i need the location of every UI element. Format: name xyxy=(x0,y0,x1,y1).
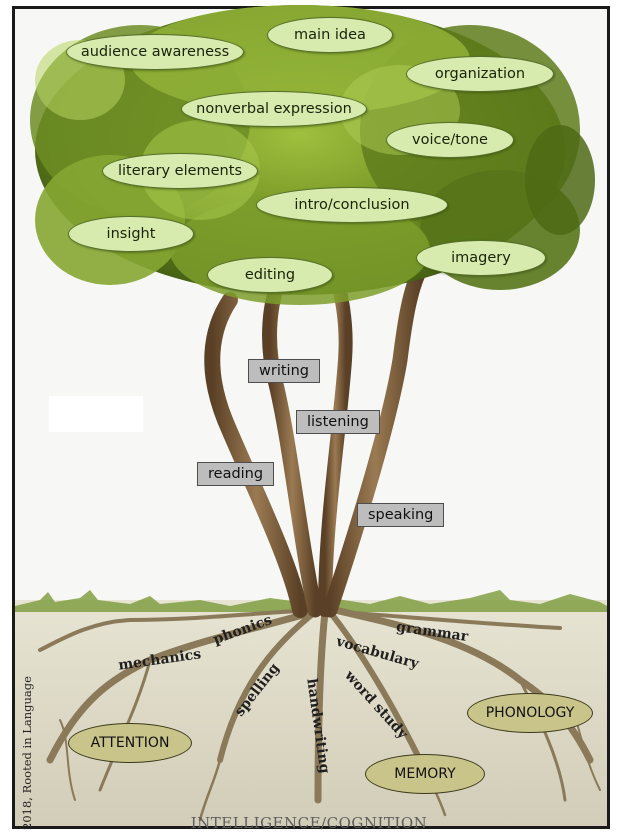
blank-patch xyxy=(49,396,143,432)
trunks xyxy=(204,262,428,618)
label-editing: editing xyxy=(207,257,333,293)
label-listening: listening xyxy=(296,410,380,434)
label-speaking: speaking xyxy=(357,503,445,527)
label-intro-conclusion: intro/conclusion xyxy=(256,187,448,223)
copyright-text: 2018, Rooted in Language xyxy=(20,676,34,830)
ground-label: INTELLIGENCE/COGNITION xyxy=(190,814,428,832)
label-attention: ATTENTION xyxy=(68,723,192,763)
label-voice-tone: voice/tone xyxy=(386,122,514,158)
label-writing: writing xyxy=(248,359,320,383)
label-organization: organization xyxy=(406,56,554,92)
label-memory: MEMORY xyxy=(365,754,485,794)
label-imagery: imagery xyxy=(416,240,546,276)
label-reading: reading xyxy=(197,462,275,486)
label-main-idea: main idea xyxy=(267,17,393,53)
label-audience-awareness: audience awareness xyxy=(66,34,244,70)
label-phonology: PHONOLOGY xyxy=(467,693,593,733)
label-nonverbal-expression: nonverbal expression xyxy=(181,91,367,127)
label-insight: insight xyxy=(68,216,194,252)
label-literary-elements: literary elements xyxy=(102,153,258,189)
